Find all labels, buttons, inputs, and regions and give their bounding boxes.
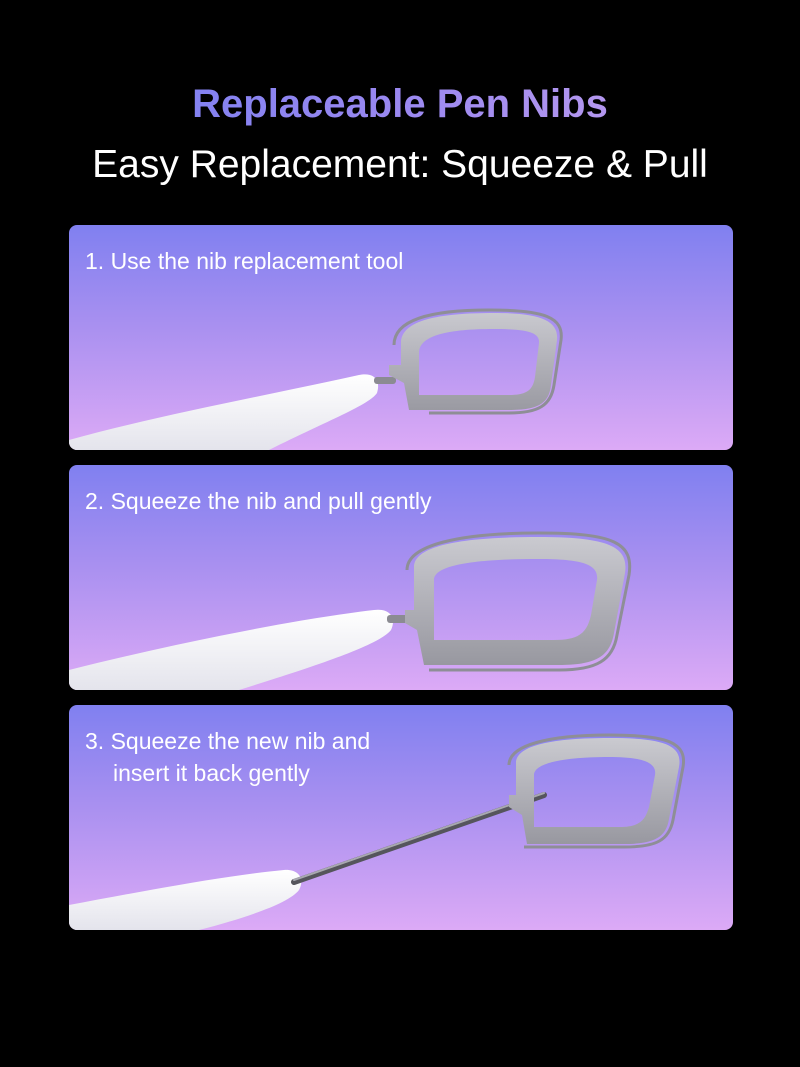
step-1-line-1: 1. Use the nib replacement tool xyxy=(85,248,404,274)
page-title: Replaceable Pen Nibs xyxy=(0,80,800,128)
step-2-line-1: 2. Squeeze the nib and pull gently xyxy=(85,488,432,514)
pen-nib xyxy=(387,615,409,623)
pen-nib xyxy=(374,377,396,384)
step-panel-2: 2. Squeeze the nib and pull gently xyxy=(69,465,733,690)
step-2-text: 2. Squeeze the nib and pull gently xyxy=(85,485,432,517)
nib-tool xyxy=(405,537,626,665)
nib-tool xyxy=(509,738,680,844)
nib-tool xyxy=(389,313,558,410)
pen-nib-rod xyxy=(291,792,547,885)
nib-tool-illustration-3 xyxy=(69,733,686,930)
step-3-line-2: insert it back gently xyxy=(113,760,310,786)
step-3-line-1: 3. Squeeze the new nib and xyxy=(85,728,371,754)
step-panel-1: 1. Use the nib replacement tool xyxy=(69,225,733,450)
step-3-text: 3. Squeeze the new nib and insert it bac… xyxy=(85,725,370,789)
pen-body xyxy=(69,609,394,690)
step-1-text: 1. Use the nib replacement tool xyxy=(85,245,403,277)
pen-body xyxy=(69,869,302,930)
page-subtitle: Easy Replacement: Squeeze & Pull xyxy=(92,143,708,186)
pen-body xyxy=(69,374,379,450)
nib-tool-illustration-1 xyxy=(69,308,563,450)
nib-tool-illustration-2 xyxy=(69,531,632,690)
step-panel-3: 3. Squeeze the new nib and insert it bac… xyxy=(69,705,733,930)
